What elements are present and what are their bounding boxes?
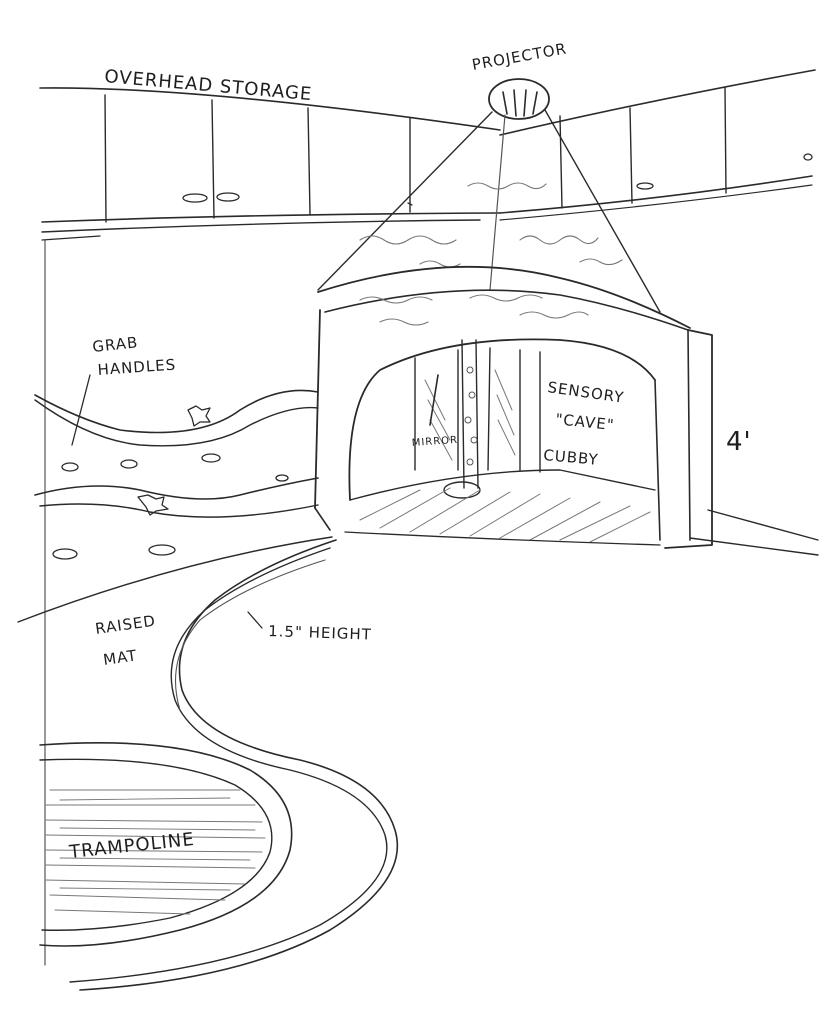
trampoline [39, 742, 293, 947]
projector-label: PROJECTOR [471, 40, 569, 74]
grab-handles-label-line1: GRAB [92, 333, 140, 356]
sensory-label-line3: CUBBY [543, 446, 600, 469]
sensory-cave-cubby [314, 265, 713, 549]
trampoline-label: TRAMPOLINE [67, 829, 195, 863]
raised-mat-label-line1: RAISED [94, 612, 157, 638]
grab-handles-wall [34, 374, 319, 560]
mirror-label: MIRROR [411, 435, 458, 449]
cubby-height-label: 4' [726, 427, 752, 457]
sensory-label-line1: SENSORY [546, 378, 625, 407]
raised-mat-label-line2: MAT [102, 646, 138, 669]
sensory-label-line2: "CAVE" [555, 410, 616, 434]
grab-handles-label-line2: HANDLES [97, 356, 177, 379]
projector [317, 78, 661, 313]
raised-mat-path [69, 539, 399, 991]
mat-height-label: 1.5" HEIGHT [268, 622, 372, 644]
overhead-storage-cabinets [39, 69, 816, 241]
overhead-storage-label: OVERHEAD STORAGE [104, 66, 314, 105]
